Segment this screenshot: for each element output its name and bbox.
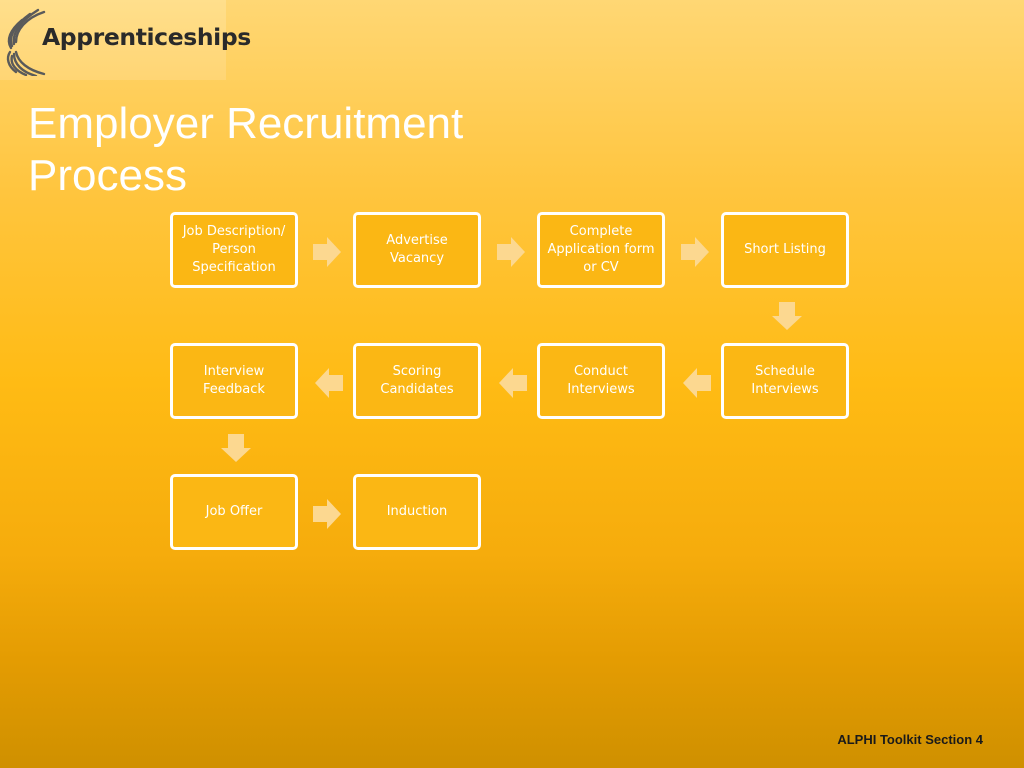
step-label-line: Specification bbox=[192, 260, 276, 275]
step-label-line: Job Offer bbox=[205, 504, 263, 519]
step-schedule-interviews: Schedule Interviews bbox=[721, 343, 849, 419]
step-label-line: Scoring bbox=[392, 364, 442, 379]
step-label-line: Induction bbox=[386, 504, 448, 519]
step-short-listing: Short Listing bbox=[721, 212, 849, 288]
step-label-line: Person bbox=[212, 242, 256, 257]
step-label-line: Complete bbox=[569, 224, 633, 239]
arrow-left-icon bbox=[315, 368, 343, 398]
step-job-description: Job Description/ Person Specification bbox=[170, 212, 298, 288]
step-advertise-vacancy: Advertise Vacancy bbox=[353, 212, 481, 288]
step-label-line: Feedback bbox=[203, 382, 265, 397]
step-label-line: Advertise bbox=[386, 233, 448, 248]
arrow-right-icon bbox=[497, 237, 525, 267]
step-induction: Induction bbox=[353, 474, 481, 550]
arrow-down-icon bbox=[772, 302, 802, 330]
logo-text: Apprenticeships bbox=[42, 23, 251, 51]
step-label-line: Job Description/ bbox=[182, 224, 286, 239]
step-label-line: Interviews bbox=[751, 382, 819, 397]
step-scoring-candidates: Scoring Candidates bbox=[353, 343, 481, 419]
step-job-offer: Job Offer bbox=[170, 474, 298, 550]
step-label-line: Schedule bbox=[755, 364, 815, 379]
step-label-line: Short Listing bbox=[744, 242, 826, 257]
logo-panel: Apprenticeships bbox=[0, 0, 251, 80]
apprenticeships-swirl-icon bbox=[6, 8, 46, 76]
title-line-1: Employer Recruitment bbox=[28, 99, 464, 148]
step-label-line: or CV bbox=[583, 260, 619, 275]
arrow-right-icon bbox=[313, 499, 341, 529]
footer-text: ALPHI Toolkit Section 4 bbox=[837, 732, 983, 747]
step-interview-feedback: Interview Feedback bbox=[170, 343, 298, 419]
arrow-down-icon bbox=[221, 434, 251, 462]
title-line-2: Process bbox=[28, 151, 187, 200]
arrow-left-icon bbox=[683, 368, 711, 398]
slide-title: Employer Recruitment Process bbox=[28, 98, 548, 202]
step-label-line: Candidates bbox=[380, 382, 454, 397]
step-label-line: Interview bbox=[203, 364, 265, 379]
arrow-right-icon bbox=[681, 237, 709, 267]
step-label-line: Application form bbox=[547, 242, 655, 257]
step-label-line: Conduct bbox=[573, 364, 628, 379]
step-label-line: Vacancy bbox=[389, 251, 445, 266]
step-complete-application: Complete Application form or CV bbox=[537, 212, 665, 288]
step-conduct-interviews: Conduct Interviews bbox=[537, 343, 665, 419]
step-label-line: Interviews bbox=[567, 382, 635, 397]
arrow-right-icon bbox=[313, 237, 341, 267]
arrow-left-icon bbox=[499, 368, 527, 398]
